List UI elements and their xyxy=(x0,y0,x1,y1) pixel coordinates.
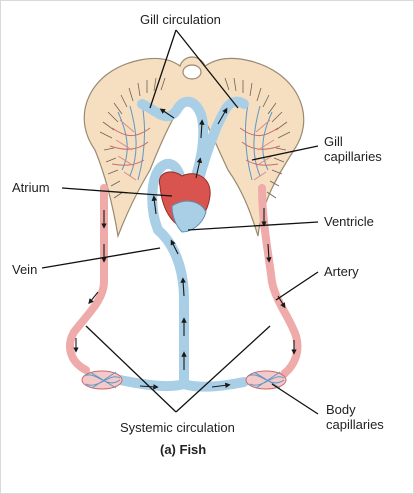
heart xyxy=(158,171,211,233)
gill-capillaries-label: Gill capillaries xyxy=(324,134,382,164)
systemic-circulation-label: Systemic circulation xyxy=(120,420,235,435)
body-capillaries-label: Body capillaries xyxy=(326,402,384,432)
left-gill-filaments xyxy=(99,77,166,199)
body-capillaries-label-line2: capillaries xyxy=(326,417,384,432)
body-capillaries-label-line1: Body xyxy=(326,402,356,417)
ventricle-chamber xyxy=(171,200,207,233)
leader-vein xyxy=(41,247,161,269)
right-gill-filaments xyxy=(224,77,291,199)
gill-circulation-label: Gill circulation xyxy=(140,12,221,27)
left-body-capillary-bed xyxy=(81,370,123,390)
leader-atrium xyxy=(61,187,173,197)
gill-capillaries-label-line2: capillaries xyxy=(324,149,382,164)
ventricle-label: Ventricle xyxy=(324,214,374,229)
leader-gill-circulation-left xyxy=(149,29,177,109)
leader-systemic-left xyxy=(85,325,177,413)
gill-capillaries-label-line1: Gill xyxy=(324,134,343,149)
artery-vessels xyxy=(66,184,302,378)
flow-arrows xyxy=(73,107,297,390)
left-gill-capillary-bed xyxy=(109,103,151,181)
leader-artery xyxy=(275,271,319,301)
leader-gill-circulation-right xyxy=(175,29,239,109)
figure-caption: (a) Fish xyxy=(160,442,207,457)
leader-ventricle xyxy=(187,221,319,231)
atrium-label: Atrium xyxy=(12,180,50,195)
leader-systemic-right xyxy=(175,325,271,413)
gill-arch-opening xyxy=(182,64,202,80)
leader-gill-capillaries xyxy=(251,145,319,161)
artery-label: Artery xyxy=(324,264,359,279)
leader-lines xyxy=(41,29,319,415)
leader-body-capillaries xyxy=(271,383,319,415)
right-body-capillary-bed xyxy=(245,370,287,390)
vein-label: Vein xyxy=(12,262,38,277)
right-gill-capillary-bed xyxy=(239,103,281,181)
